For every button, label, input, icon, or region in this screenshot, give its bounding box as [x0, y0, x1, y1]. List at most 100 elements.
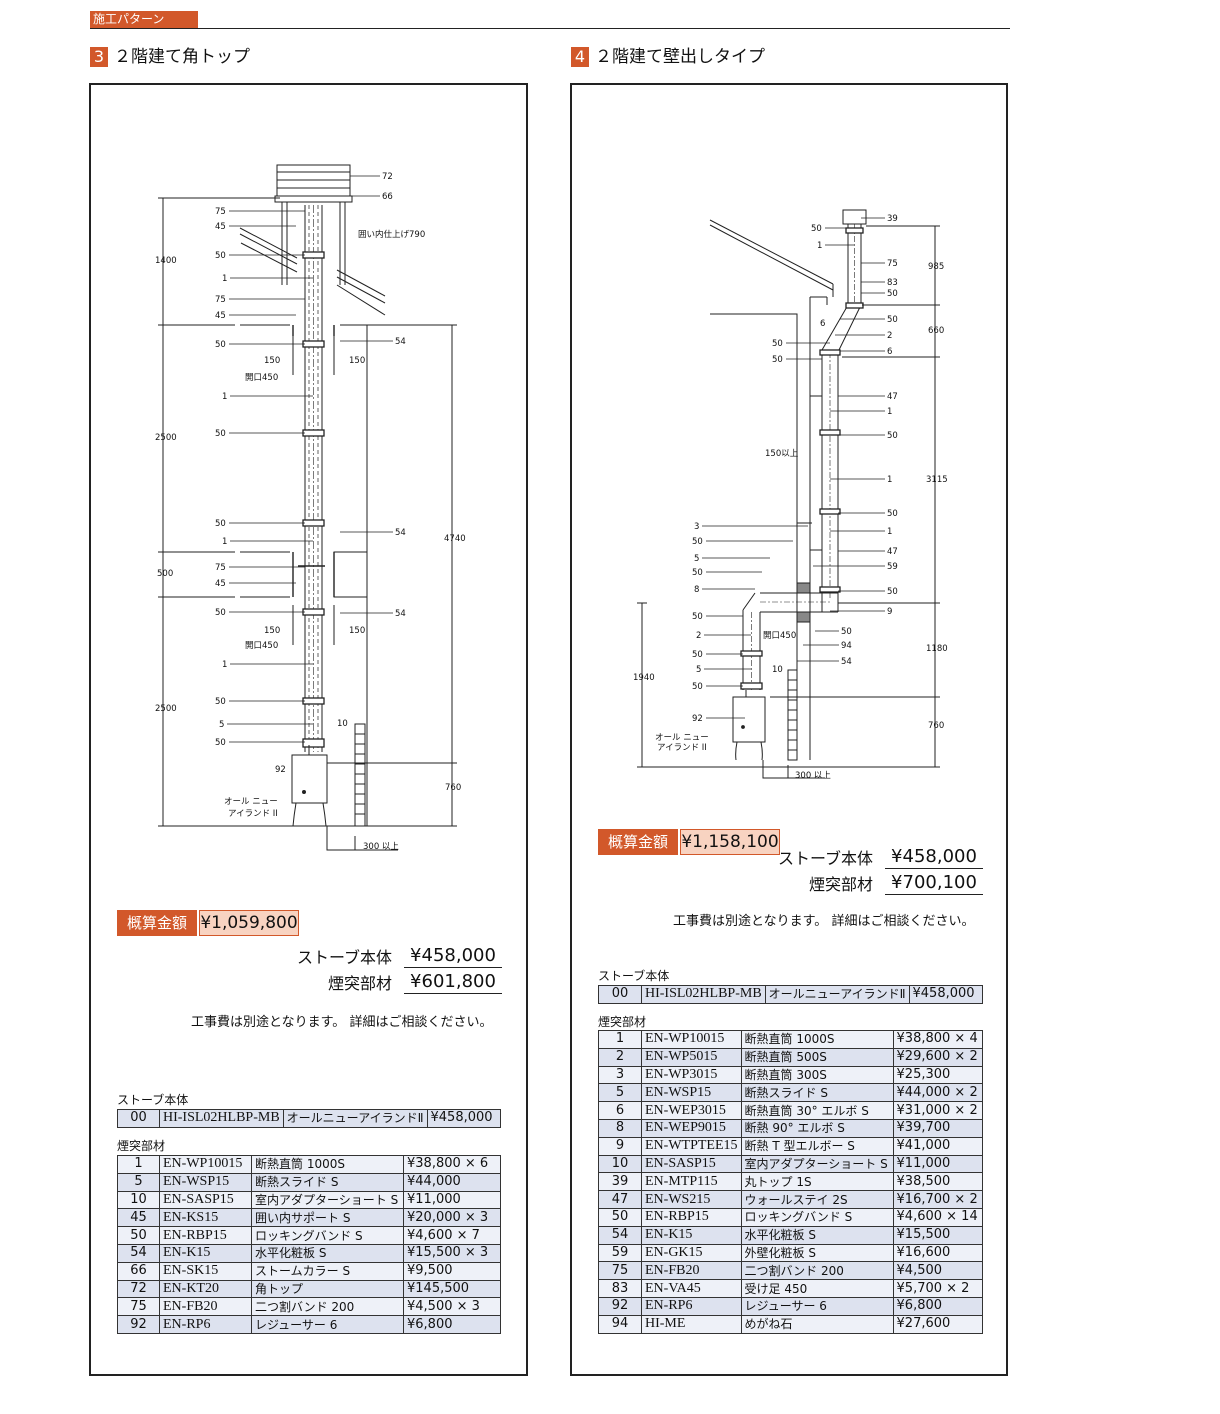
cell-name: ロッキングバンド S	[740, 1207, 894, 1227]
cell-no: 10	[117, 1190, 160, 1210]
stove-icon	[291, 745, 328, 827]
dimension-label: 760	[445, 783, 461, 793]
dimension-label: 1400	[155, 256, 177, 266]
stove-table: 00 HI-ISL02HLBP-MB オールニューアイランドⅡ ¥458,000	[117, 1109, 501, 1128]
cell-price: ¥15,500	[892, 1225, 984, 1245]
dimension-label: 45	[215, 222, 226, 232]
square-top-cap	[274, 164, 353, 203]
cell-price: ¥27,600	[892, 1314, 984, 1334]
chimney-price: ¥601,800	[404, 971, 502, 994]
cell-code: HI-ISL02HLBP-MB	[159, 1109, 284, 1128]
cell-code: EN-WP5015	[641, 1047, 742, 1067]
cell-no: 75	[117, 1297, 160, 1317]
parts-table-caption: 煙突部材	[598, 1015, 647, 1029]
cell-no: 39	[598, 1172, 642, 1192]
dimension-label: 1180	[926, 644, 948, 654]
dimension-label: 5	[696, 665, 701, 675]
cell-code: EN-RP6	[159, 1315, 252, 1334]
pattern-title: ２階建て角トップ	[114, 47, 250, 67]
cell-name: 断熱直筒 30° エルボ S	[740, 1101, 894, 1120]
cell-code: EN-RBP15	[641, 1207, 742, 1227]
dimension-label: 2500	[155, 433, 177, 443]
dimension-label: 1	[887, 407, 892, 417]
dimension-label: 50	[215, 340, 226, 350]
cell-price: ¥458,000	[908, 985, 983, 1004]
cell-name: 二つ割バンド 200	[740, 1261, 894, 1281]
pattern-number: 4	[571, 47, 589, 67]
dimension-label: 50	[887, 509, 898, 519]
cell-code: EN-KS15	[159, 1208, 252, 1228]
dimension-label: 54	[395, 528, 406, 538]
chimney-pipe	[304, 205, 323, 752]
cell-name: 外壁化粧板 S	[740, 1243, 894, 1263]
dimension-label: 1940	[633, 673, 655, 683]
cell-price: ¥44,000	[403, 1172, 501, 1192]
dimension-label: 1	[887, 527, 892, 537]
dimension-label: 2500	[155, 704, 177, 714]
dimension-label: 47	[887, 547, 898, 557]
dimension-label: 150	[349, 356, 365, 366]
dimension-label: 54	[395, 609, 406, 619]
cell-name: 受け足 450	[740, 1279, 894, 1298]
dimension-label: 50	[692, 568, 703, 578]
estimate-box: 概算金額 ¥1,059,800	[117, 910, 299, 936]
cell-no: 2	[598, 1047, 642, 1067]
cell-name: ウォールステイ 2S	[740, 1190, 894, 1209]
pattern-3-frame	[89, 83, 528, 1376]
dimension-label: 150	[349, 626, 365, 636]
cell-no: 66	[117, 1261, 160, 1281]
cell-code: EN-WEP3015	[641, 1101, 742, 1120]
dimension-label: 500	[157, 569, 173, 579]
cell-code: EN-WSP15	[159, 1172, 252, 1192]
cell-code: EN-WP3015	[641, 1065, 742, 1085]
dimension-label: 開口450	[245, 373, 278, 383]
cell-price: ¥38,800 × 4	[892, 1030, 984, 1049]
dimension-label: 45	[215, 311, 226, 321]
dimension-label: 150	[264, 356, 280, 366]
dimension-label: 50	[887, 315, 898, 325]
cell-no: 75	[598, 1261, 642, 1281]
cell-no: 92	[117, 1315, 160, 1334]
dimension-label: 47	[887, 392, 898, 402]
cell-code: EN-WSP15	[641, 1083, 742, 1103]
cell-price: ¥6,800	[403, 1315, 501, 1334]
estimate-label: 概算金額	[598, 829, 678, 855]
table-row: 00 HI-ISL02HLBP-MB オールニューアイランドⅡ ¥458,000	[598, 985, 983, 1004]
cell-no: 47	[598, 1190, 642, 1209]
dimension-label: 59	[887, 562, 898, 572]
dimension-label: 50	[692, 612, 703, 622]
chimney-subtotal: 煙突部材 ¥700,100	[720, 871, 983, 895]
dimension-label: 50	[887, 431, 898, 441]
cell-no: 92	[598, 1296, 642, 1316]
stove-subtotal: ストーブ本体 ¥458,000	[250, 944, 502, 968]
cell-no: 1	[598, 1030, 642, 1049]
pattern-4-heading: 4 ２階建て壁出しタイプ	[571, 47, 765, 67]
dimension-label: 54	[395, 337, 406, 347]
dimension-label: 1	[887, 475, 892, 485]
dimension-label: アイランド II	[228, 809, 278, 819]
dimension-label: 50	[692, 537, 703, 547]
chimney-label: 煙突部材	[808, 875, 873, 894]
cell-name: ストームカラー S	[251, 1261, 404, 1281]
cell-no: 83	[598, 1279, 642, 1298]
cell-name: 水平化粧板 S	[251, 1243, 404, 1263]
dimension-label: アイランド II	[657, 743, 707, 753]
dimension-label: 94	[841, 641, 852, 651]
dimension-label: 2	[696, 631, 701, 641]
cell-code: EN-WTPTEE15	[641, 1136, 742, 1156]
dimension-label: 開口450	[245, 641, 278, 651]
parts-table-caption: 煙突部材	[117, 1139, 166, 1153]
dimension-label: 3	[694, 522, 699, 532]
chimney-subtotal: 煙突部材 ¥601,800	[250, 970, 502, 994]
